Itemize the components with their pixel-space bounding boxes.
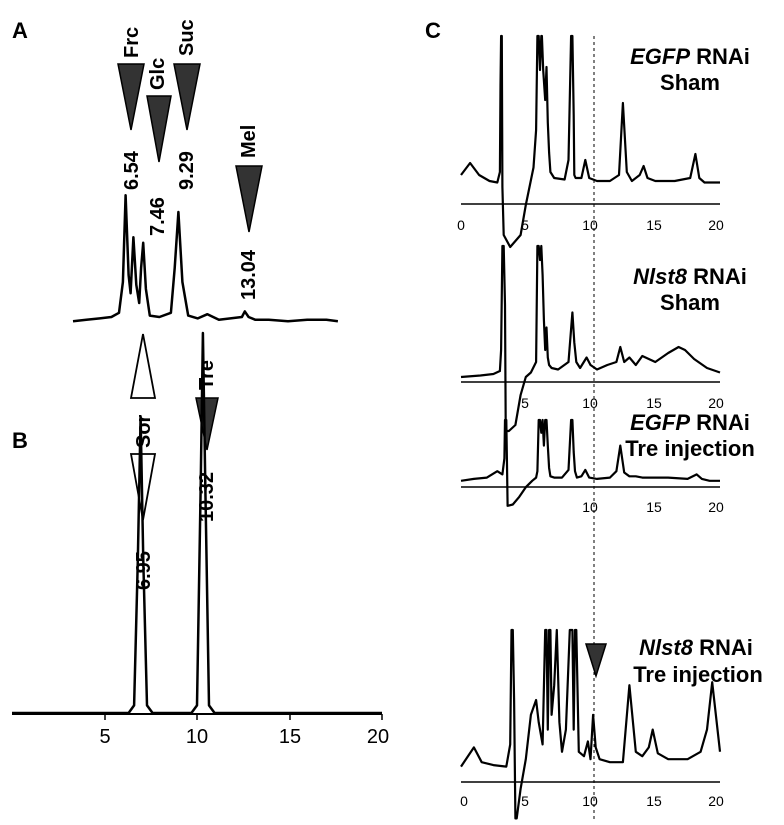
trace-2-tick-label: 5: [521, 395, 529, 411]
trace-4-gene: Nlst8: [639, 635, 694, 660]
tre-label: Tre: [196, 360, 218, 390]
glc-marker: Glc 7.46: [146, 58, 172, 236]
panel-b: Sor 6.95 Tre 10.32 5 10 15 20: [12, 331, 389, 748]
trace-1-tick-label: 5: [521, 217, 529, 233]
trace-1-title: EGFP RNAi: [630, 44, 750, 69]
mel-label: Mel: [238, 125, 260, 158]
trace-2-tick-label: 10: [582, 395, 598, 411]
panel-b-tick-label: 10: [186, 726, 208, 748]
glc-label: Glc: [147, 58, 169, 90]
panel-c-trace-4: 0 5 10 15 20 Nlst8 RNAi Tre injection: [460, 628, 763, 820]
frc-marker-icon: [117, 63, 145, 131]
panel-a-trace: [72, 193, 339, 323]
trace-4-condition: Tre injection: [633, 662, 763, 687]
panel-c: 0 5 10 15 20 EGFP RNAi Sham 5 10 15 20 N…: [457, 34, 763, 822]
trace-1-tick-label: 10: [582, 217, 598, 233]
trace-1-tick-label: 20: [708, 217, 724, 233]
tre-marker-icon: [195, 397, 219, 451]
trace-3-tick-label: 10: [582, 499, 598, 515]
trace-1-tick-label: 15: [646, 217, 662, 233]
trace-2-condition: Sham: [660, 290, 720, 315]
trace-4-tick-label: 20: [708, 793, 724, 809]
mel-marker-icon: [235, 165, 263, 233]
trace-2-tick-label: 20: [708, 395, 724, 411]
frc-marker: Frc 6.54: [117, 27, 145, 190]
panel-c-trace-1: 0 5 10 15 20 EGFP RNAi Sham: [457, 34, 750, 249]
trace-3-line: [460, 418, 720, 507]
trace-4-tick-label: 0: [460, 793, 468, 809]
trace-4-tick-label: 10: [582, 793, 598, 809]
panel-b-ticks: 5 10 15 20: [99, 714, 389, 748]
trace-1-tick-label: 0: [457, 217, 465, 233]
trace-3-tick-label: 20: [708, 499, 724, 515]
sor-up-triangle-icon: [129, 333, 157, 399]
panel-c-letter: C: [425, 18, 441, 43]
trace-1-gene: EGFP: [630, 44, 690, 69]
trace-4-tick-label: 5: [521, 793, 529, 809]
trace-3-tick-label: 15: [646, 499, 662, 515]
frc-retention-time: 6.54: [121, 150, 143, 190]
trace-3-condition: Tre injection: [625, 436, 755, 461]
trace-1-suffix: RNAi: [690, 44, 750, 69]
trace-4-line: [460, 628, 722, 820]
trace-1-tick-labels: 0 5 10 15 20: [457, 217, 724, 233]
trace-4-title: Nlst8 RNAi: [639, 635, 753, 660]
trace-3-gene: EGFP: [630, 410, 690, 435]
trace-2-gene: Nlst8: [633, 264, 688, 289]
suc-marker-icon: [173, 63, 201, 131]
panel-b-tick-label: 5: [99, 726, 110, 748]
glc-marker-icon: [146, 95, 172, 163]
suc-marker: Suc 9.29: [173, 19, 201, 190]
trace-2-suffix: RNAi: [687, 264, 747, 289]
sor-label: Sor: [133, 414, 155, 448]
glc-retention-time: 7.46: [147, 197, 169, 236]
trace-3-tick-labels: 10 15 20: [582, 499, 724, 515]
trace-2-tick-labels: 5 10 15 20: [521, 395, 724, 411]
trace-1-line: [460, 34, 720, 249]
trace-2-tick-label: 15: [646, 395, 662, 411]
panel-b-tick-label: 15: [279, 726, 301, 748]
panel-a-letter: A: [12, 18, 28, 43]
trace-2-title: Nlst8 RNAi: [633, 264, 747, 289]
panel-c-trace-3: 10 15 20 EGFP RNAi Tre injection: [460, 410, 755, 515]
panel-b-letter: B: [12, 428, 28, 453]
trace-3-suffix: RNAi: [690, 410, 750, 435]
trace-3-title: EGFP RNAi: [630, 410, 750, 435]
trace-4-suffix: RNAi: [693, 635, 753, 660]
suc-label: Suc: [176, 19, 198, 56]
trace-4-tick-label: 15: [646, 793, 662, 809]
panel-a: Frc 6.54 Glc 7.46 Suc 9.29 Mel 13.04: [72, 19, 339, 323]
panel-b-tick-label: 20: [367, 726, 389, 748]
panel-c-trace-2: 5 10 15 20 Nlst8 RNAi Sham: [460, 244, 747, 433]
suc-retention-time: 9.29: [176, 151, 198, 190]
trace-4-tick-labels: 0 5 10 15 20: [460, 793, 724, 809]
mel-marker: Mel 13.04: [235, 125, 263, 300]
mel-retention-time: 13.04: [238, 249, 260, 300]
trehalose-arrow-icon: [584, 643, 608, 679]
frc-label: Frc: [121, 27, 143, 58]
trace-1-condition: Sham: [660, 70, 720, 95]
